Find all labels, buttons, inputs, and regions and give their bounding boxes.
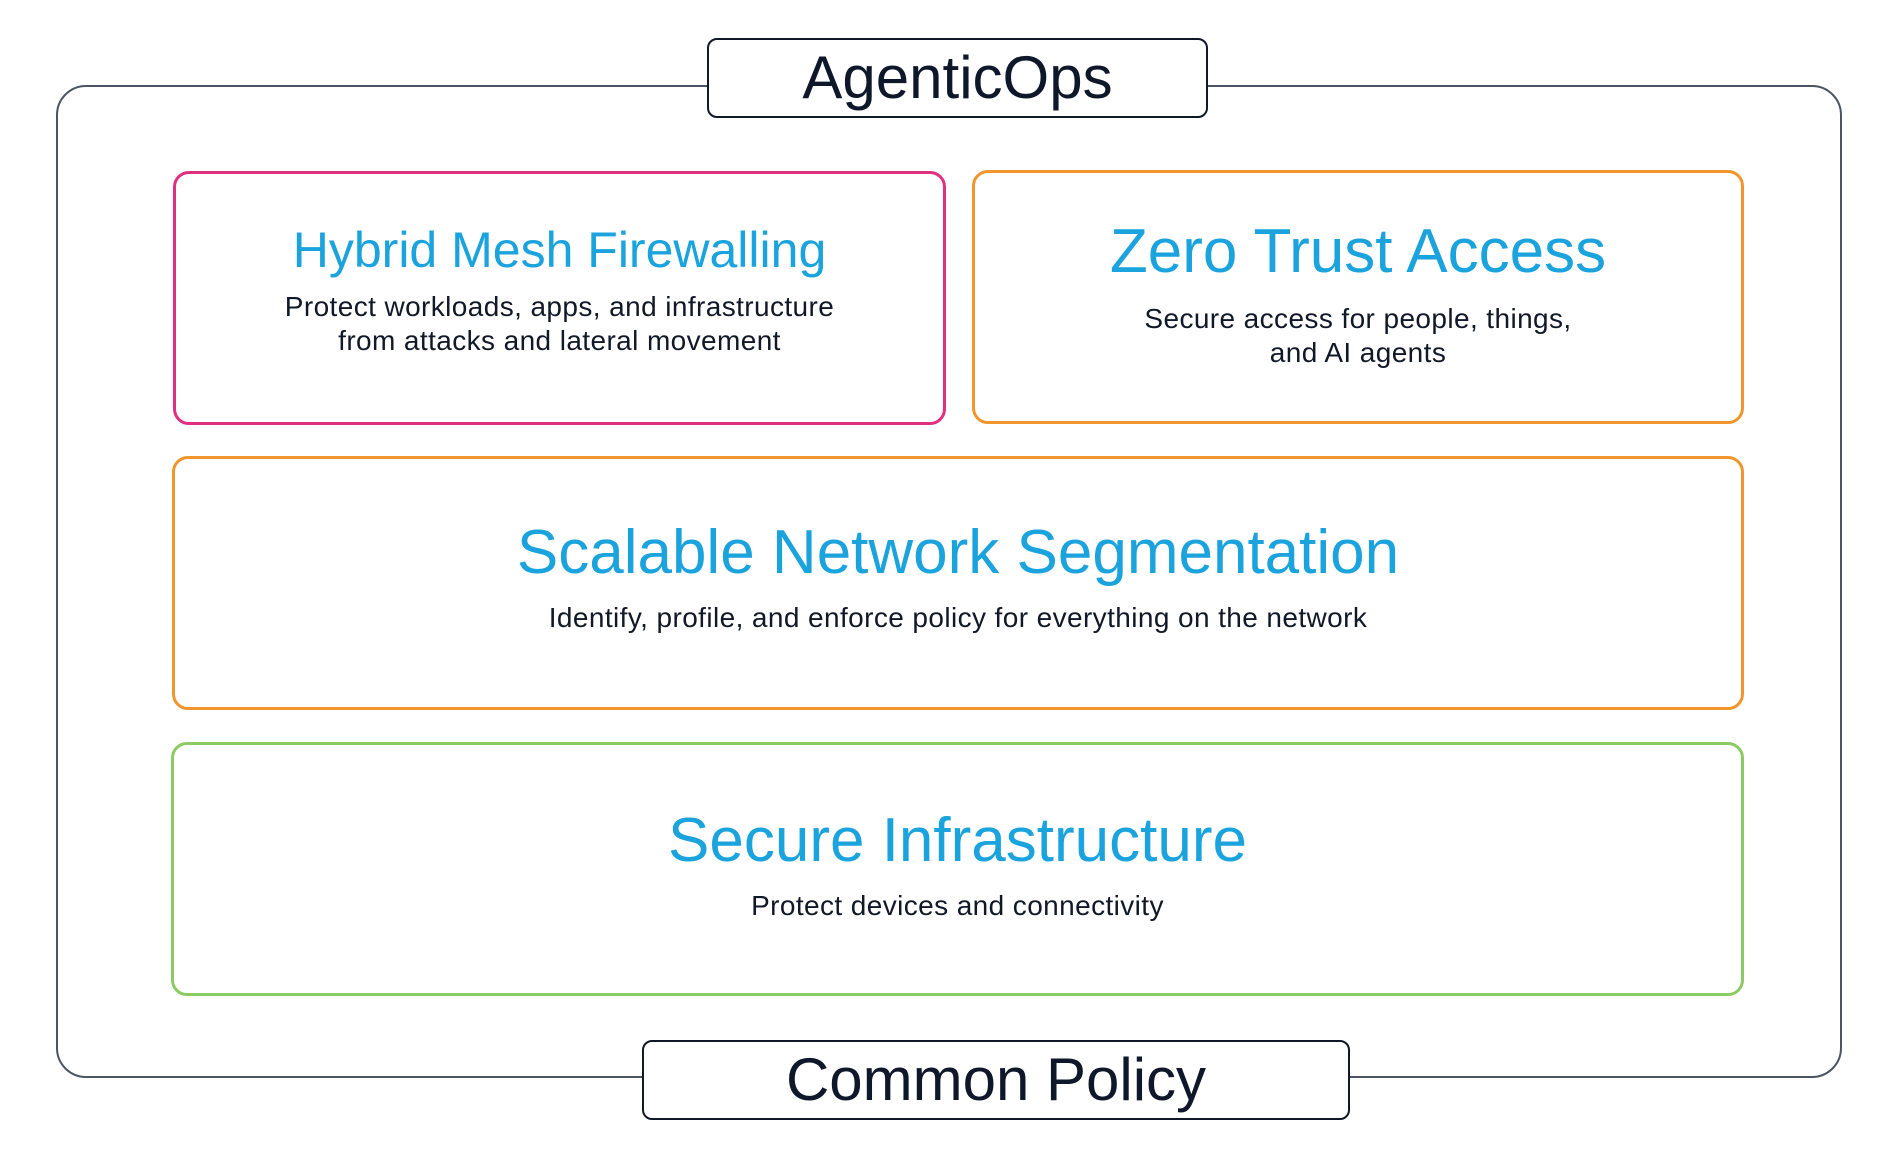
card-description: Protect workloads, apps, and infrastruct…: [285, 290, 834, 358]
card-description-line: Protect devices and connectivity: [751, 890, 1164, 922]
card-scalable-network-segmentation: Scalable Network Segmentation Identify, …: [172, 456, 1744, 710]
card-description-line: from attacks and lateral movement: [338, 324, 781, 356]
card-description: Secure access for people, things, and AI…: [1144, 302, 1571, 370]
card-description-line: and AI agents: [1269, 337, 1447, 369]
card-secure-infrastructure: Secure Infrastructure Protect devices an…: [171, 742, 1744, 996]
card-description-line: Secure access for people, things,: [1144, 303, 1572, 335]
card-title: Hybrid Mesh Firewalling: [292, 221, 827, 278]
card-zero-trust-access: Zero Trust Access Secure access for peop…: [972, 170, 1744, 424]
card-title: Secure Infrastructure: [668, 805, 1247, 875]
card-title: Zero Trust Access: [1109, 216, 1607, 286]
card-hybrid-mesh-firewalling: Hybrid Mesh Firewalling Protect workload…: [173, 171, 946, 425]
card-description: Identify, profile, and enforce policy fo…: [549, 601, 1368, 635]
card-description: Protect devices and connectivity: [751, 889, 1164, 923]
common-policy-title: Common Policy: [785, 1046, 1207, 1113]
agenticops-label: AgenticOps: [707, 38, 1208, 118]
card-description-line: Identify, profile, and enforce policy fo…: [548, 602, 1368, 634]
agenticops-title: AgenticOps: [802, 44, 1113, 111]
card-description-line: Protect workloads, apps, and infrastruct…: [284, 290, 835, 322]
common-policy-label: Common Policy: [642, 1040, 1350, 1120]
card-title: Scalable Network Segmentation: [516, 517, 1400, 587]
